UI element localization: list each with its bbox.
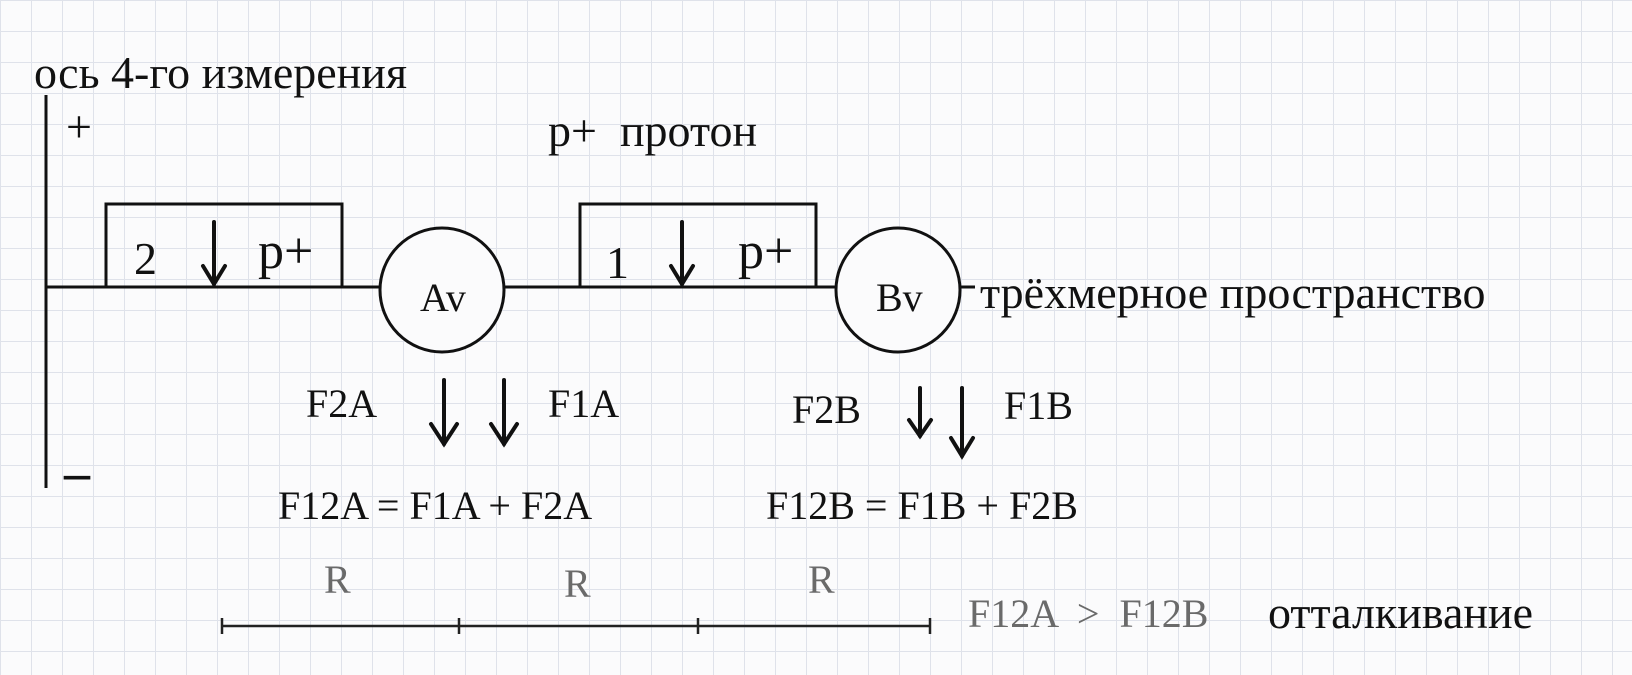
distance-label: R <box>808 557 835 602</box>
down-arrow-icon <box>949 386 975 460</box>
point-a-circle <box>378 226 506 354</box>
distance-label: R <box>324 557 351 602</box>
axis-label: ось 4-го измерения <box>34 47 408 98</box>
axis-plus: + <box>66 101 92 152</box>
force-f2a: F2A <box>306 381 378 426</box>
sum-b-equation: F12B = F1B + F2B <box>766 483 1078 528</box>
result-comparison: F12A > F12B <box>968 591 1209 636</box>
proton-label: p+ протон <box>548 105 758 156</box>
axis-minus: – <box>64 445 90 502</box>
box-2-number: 2 <box>134 233 157 284</box>
force-f1a: F1A <box>548 381 620 426</box>
proton-box-2 <box>104 202 344 287</box>
down-arrow-icon <box>429 378 459 448</box>
point-a-label: Av <box>420 275 466 320</box>
distance-scale <box>220 618 932 634</box>
down-arrow-icon <box>489 378 519 448</box>
down-arrow-icon <box>669 220 695 288</box>
down-arrow-icon <box>907 386 933 440</box>
point-b-circle <box>834 226 962 354</box>
down-arrow-icon <box>201 220 227 288</box>
result-text: отталкивание <box>1268 587 1534 638</box>
box-2-particle: p+ <box>258 223 314 280</box>
force-f1b: F1B <box>1004 383 1073 428</box>
box-1-number: 1 <box>606 237 629 288</box>
space-label: трёхмерное пространство <box>980 267 1486 318</box>
proton-box-1 <box>578 202 818 287</box>
distance-label: R <box>564 561 591 606</box>
force-f2b: F2B <box>792 387 861 432</box>
sum-a-equation: F12A = F1A + F2A <box>278 483 593 528</box>
point-b-label: Bv <box>876 275 923 320</box>
box-1-particle: p+ <box>738 223 794 280</box>
